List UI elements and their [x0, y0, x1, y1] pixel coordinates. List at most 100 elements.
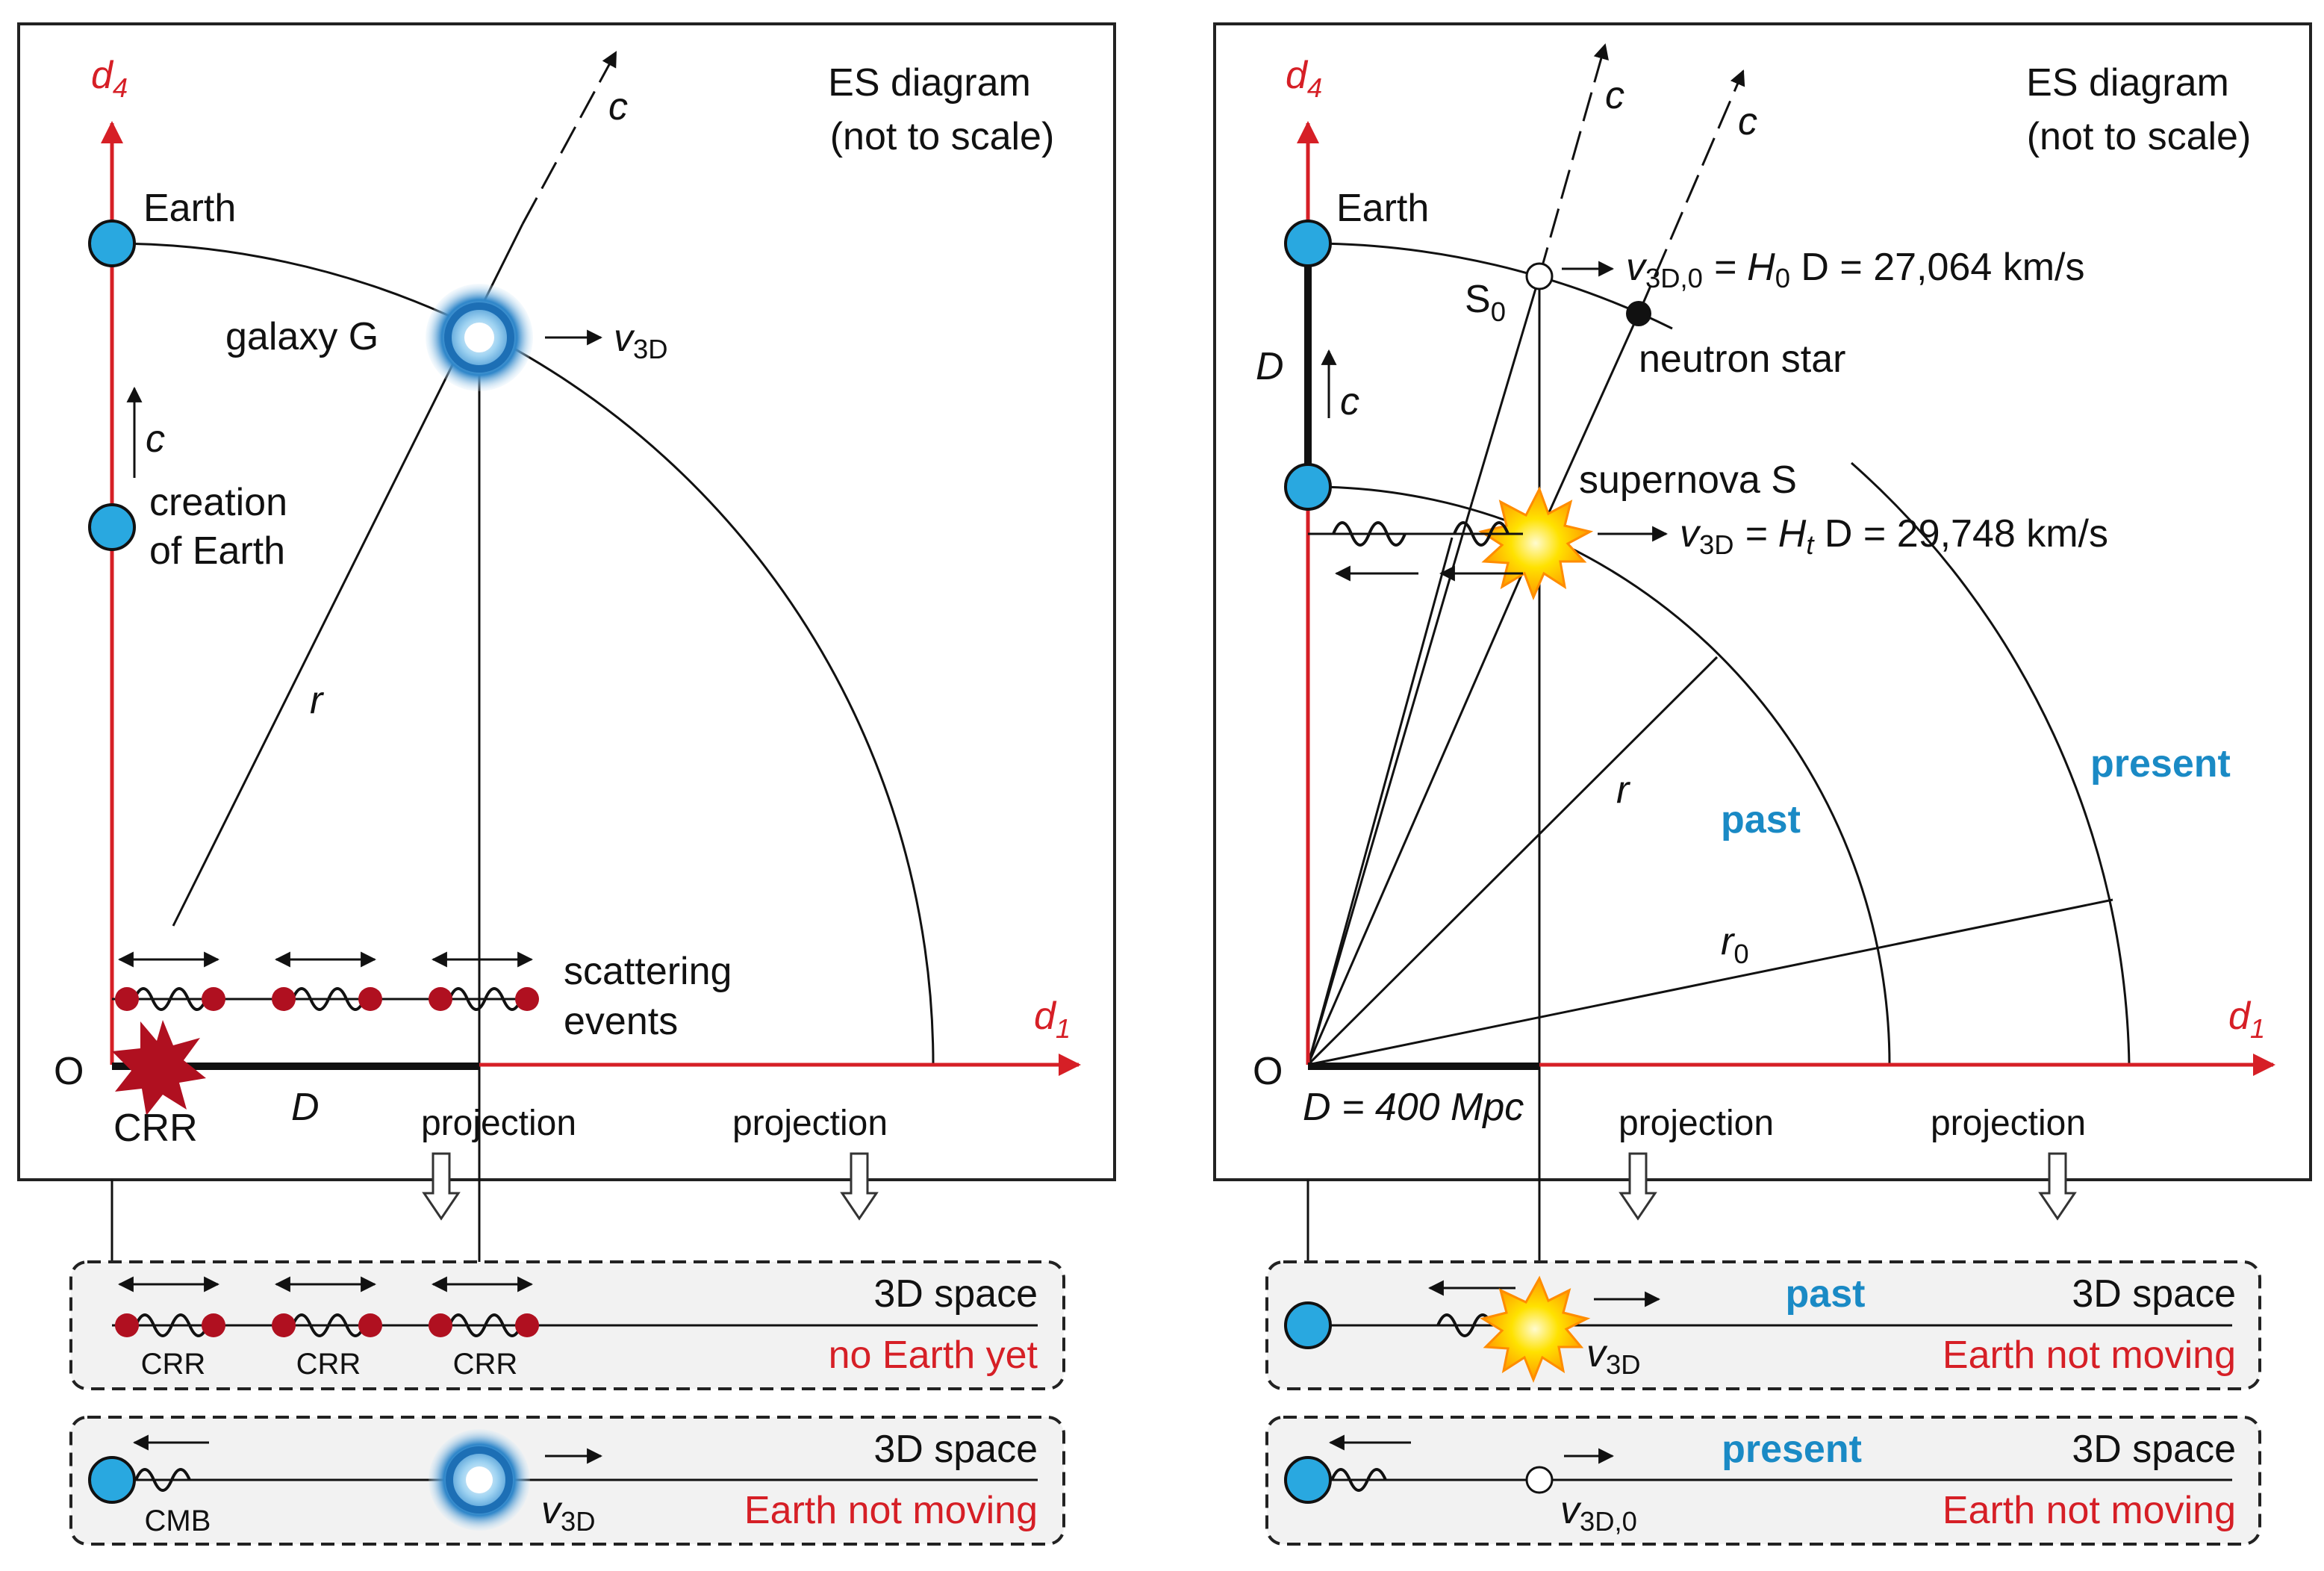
left-crr-label: CRR — [113, 1107, 198, 1150]
right-title-line2: (not to scale) — [2027, 115, 2252, 158]
left-c-ray-dashed — [521, 51, 617, 225]
right-axis-d1-label: d1 — [2228, 995, 2265, 1044]
right-v3d0-equation: v3D,0 = H0 D = 27,064 km/s — [1626, 246, 2084, 293]
left-r-label: r — [310, 679, 325, 722]
right-box1-status: Earth not moving — [1943, 1334, 2236, 1377]
right-c-ray1-label: c — [1605, 74, 1624, 117]
right-ray-3 — [1306, 537, 1454, 1066]
right-frame — [1213, 22, 2312, 1181]
right-present-arc-upper — [1307, 242, 1673, 330]
left-title-line1: ES diagram — [828, 61, 1031, 105]
scatter-event-2 — [272, 951, 382, 1011]
right-box-past: v3D past 3D space Earth not moving — [1265, 1260, 2261, 1390]
right-box1-epoch: past — [1786, 1272, 1866, 1316]
left-crr-burst-icon — [112, 1020, 206, 1116]
left-projection1-label: projection — [421, 1104, 576, 1143]
right-title-line1: ES diagram — [2026, 61, 2229, 105]
left-title-line2: (not to scale) — [830, 115, 1055, 158]
left-earth-dot — [88, 220, 136, 267]
left-earth-label: Earth — [143, 187, 236, 230]
left-box2-v3d: v3D — [541, 1489, 596, 1537]
right-r0-label: r0 — [1721, 920, 1749, 969]
scatter-event-3 — [429, 951, 539, 1011]
left-axis-d1-label: d1 — [1034, 995, 1071, 1044]
left-box2-cmb: CMB — [145, 1505, 211, 1537]
left-galaxy-icon — [426, 284, 533, 391]
left-projection1-arrow — [422, 1152, 461, 1221]
scatter-event-1 — [115, 951, 225, 1011]
right-box2-epoch: present — [1722, 1428, 1862, 1471]
right-c-ray1-dashed — [1538, 43, 1609, 277]
left-box-present: CMB v3D 3D space Earth not moving — [69, 1416, 1065, 1546]
right-earth-label: Earth — [1336, 187, 1429, 230]
left-v3d-label: v3D — [614, 317, 668, 364]
right-c-ray1 — [1471, 276, 1541, 503]
right-supernova-label: supernova S — [1579, 458, 1797, 502]
left-box1-crr-1: CRR — [141, 1348, 206, 1381]
left-box2-space: 3D space — [873, 1428, 1038, 1471]
left-box2-galaxy-icon — [429, 1429, 530, 1531]
left-box1-status: no Earth yet — [829, 1334, 1038, 1377]
left-box-past: CRR CRR CRR 3D space no Earth yet — [69, 1260, 1065, 1390]
right-c-ray2-label: c — [1738, 100, 1757, 143]
left-worldline-arc — [111, 242, 935, 1066]
right-ray-to-sn — [1306, 533, 1541, 1066]
right-projection2-arrow — [2038, 1152, 2077, 1221]
right-c-ray2-dashed — [1637, 69, 1745, 314]
left-box2-earth-dot — [88, 1456, 136, 1504]
left-c-ray-label: c — [608, 85, 628, 128]
right-box2-s0-dot — [1525, 1466, 1554, 1494]
left-d-label: D — [291, 1086, 320, 1129]
right-earth-dot — [1284, 220, 1332, 267]
right-r0-line — [1307, 898, 2113, 1066]
right-present-arc-lower — [1851, 461, 2131, 1066]
right-box1-earth-dot — [1284, 1301, 1332, 1349]
right-past-arc — [1307, 485, 1891, 1066]
left-box2-status: Earth not moving — [744, 1489, 1038, 1532]
left-creation-line2: of Earth — [149, 529, 285, 573]
right-box2-earth-dot — [1284, 1456, 1332, 1504]
left-c-arrow-label: c — [146, 417, 165, 461]
right-c-ray2 — [1538, 313, 1640, 535]
left-box1-crr-2: CRR — [296, 1348, 361, 1381]
right-d-label: D — [1256, 345, 1284, 388]
right-neutron-star-label: neutron star — [1639, 337, 1846, 381]
right-light-signal — [1308, 521, 1523, 582]
right-v3d-equation: v3D = Ht D = 29,748 km/s — [1680, 512, 2108, 560]
right-s0-label: S0 — [1465, 278, 1506, 327]
right-box1-v3d: v3D — [1586, 1332, 1641, 1380]
left-box1-space: 3D space — [873, 1272, 1038, 1316]
right-d-value: D = 400 Mpc — [1303, 1086, 1524, 1129]
right-box2-v3d: v3D,0 — [1560, 1489, 1637, 1537]
right-box2-space: 3D space — [2072, 1428, 2236, 1471]
right-present-label: present — [2090, 742, 2231, 786]
right-s0-dot — [1525, 262, 1554, 290]
right-earth-past-dot — [1284, 463, 1332, 511]
left-scattering-group — [112, 951, 539, 1011]
left-creation-line1: creation — [149, 481, 287, 524]
right-panel: ES diagram (not to scale) c c d4 d1 O D … — [1213, 22, 2312, 1546]
right-axis-d4-label: d4 — [1286, 54, 1322, 103]
right-neutron-star-dot — [1626, 301, 1651, 326]
left-projection2-label: projection — [732, 1104, 888, 1143]
right-r-label: r — [1616, 768, 1631, 812]
right-supernova-icon — [1478, 486, 1594, 600]
right-r-line — [1306, 656, 1719, 1066]
right-past-label: past — [1721, 798, 1801, 842]
right-box1-supernova-icon — [1480, 1275, 1591, 1384]
left-box1-crr-3: CRR — [453, 1348, 518, 1381]
left-scattering-line2: events — [564, 1000, 678, 1043]
right-box2-status: Earth not moving — [1943, 1489, 2236, 1532]
left-scattering-line1: scattering — [564, 950, 732, 993]
right-c-arrow-label: c — [1340, 380, 1359, 423]
left-panel: ES diagram (not to scale) c r d4 d1 O D … — [17, 22, 1116, 1546]
right-projection1-label: projection — [1619, 1104, 1774, 1143]
left-creation-dot — [88, 503, 136, 551]
right-origin-label: O — [1253, 1050, 1283, 1093]
right-projection1-arrow — [1619, 1152, 1657, 1221]
left-frame — [17, 22, 1116, 1181]
right-projection2-label: projection — [1931, 1104, 2086, 1143]
left-projection2-arrow — [840, 1152, 879, 1221]
right-box1-space: 3D space — [2072, 1272, 2236, 1316]
